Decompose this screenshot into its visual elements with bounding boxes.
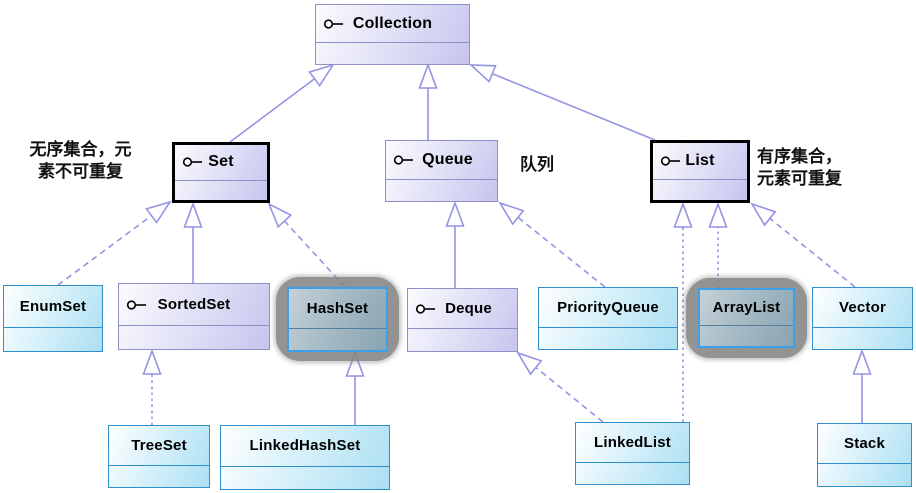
interface-icon (393, 155, 413, 165)
node-body (316, 43, 469, 64)
edge-enumset-set (57, 200, 172, 286)
node-sortedset[interactable]: SortedSet (118, 283, 270, 350)
node-label: HashSet (306, 299, 369, 317)
node-body (119, 326, 269, 349)
list-annotation-line1: 有序集合， (757, 147, 842, 166)
edge-vector-list (750, 202, 856, 288)
node-label: LinkedHashSet (249, 437, 361, 455)
node-set[interactable]: Set (172, 142, 270, 203)
node-label: Deque (445, 300, 492, 318)
set-annotation-line2: 素不可重复 (38, 162, 123, 181)
queue-annotation-text: 队列 (520, 155, 554, 174)
set-annotation-line1: 无序集合，元 (29, 140, 132, 159)
node-collection[interactable]: Collection (315, 4, 470, 65)
interface-icon (415, 304, 435, 314)
node-body (4, 328, 102, 351)
node-label: Vector (838, 298, 887, 316)
node-linkedhashset[interactable]: LinkedHashSet (220, 425, 390, 490)
node-treeset[interactable]: TreeSet (108, 425, 210, 488)
node-label: Set (208, 153, 234, 171)
node-label: List (685, 152, 715, 169)
node-label: LinkedList (593, 433, 671, 451)
edge-linkedlist-deque (516, 351, 604, 423)
interface-icon (660, 156, 680, 166)
node-body (813, 328, 912, 349)
node-enumset[interactable]: EnumSet (3, 285, 103, 352)
edge-priorityqueue-queue (498, 201, 606, 288)
node-label: Queue (422, 150, 473, 168)
set-annotation: 无序集合，元 素不可重复 (8, 139, 153, 183)
node-label: EnumSet (19, 298, 87, 316)
node-priorityqueue[interactable]: PriorityQueue (538, 287, 678, 350)
node-stack[interactable]: Stack (817, 423, 912, 487)
node-body (408, 329, 517, 351)
node-body (221, 467, 389, 489)
list-annotation-line2: 元素可重复 (757, 169, 842, 188)
node-vector[interactable]: Vector (812, 287, 913, 350)
node-label: PriorityQueue (557, 298, 659, 316)
node-body (539, 328, 677, 349)
list-annotation: 有序集合， 元素可重复 (757, 146, 877, 190)
edge-hashset-set (267, 202, 346, 288)
node-label: Collection (352, 14, 433, 32)
queue-annotation: 队列 (520, 154, 580, 176)
node-label: Stack (843, 435, 886, 453)
interface-icon (323, 19, 343, 29)
node-linkedlist[interactable]: LinkedList (575, 422, 690, 485)
edge-list-collection (468, 64, 656, 141)
node-label: TreeSet (131, 436, 187, 454)
node-body (386, 180, 497, 201)
node-hashset[interactable]: HashSet (287, 287, 388, 352)
node-queue[interactable]: Queue (385, 140, 498, 202)
node-body (175, 181, 267, 200)
node-arraylist[interactable]: ArrayList (698, 288, 795, 348)
node-label: SortedSet (157, 296, 231, 314)
interface-icon (182, 157, 202, 167)
node-body (289, 329, 386, 350)
edge-set-collection (229, 63, 335, 143)
node-label: ArrayList (712, 299, 781, 317)
node-body (576, 463, 689, 484)
node-deque[interactable]: Deque (407, 288, 518, 352)
node-list[interactable]: List (650, 140, 750, 203)
node-body (653, 180, 747, 200)
interface-icon (126, 299, 146, 310)
node-body (700, 326, 793, 346)
node-body (109, 466, 209, 487)
node-body (818, 464, 911, 486)
